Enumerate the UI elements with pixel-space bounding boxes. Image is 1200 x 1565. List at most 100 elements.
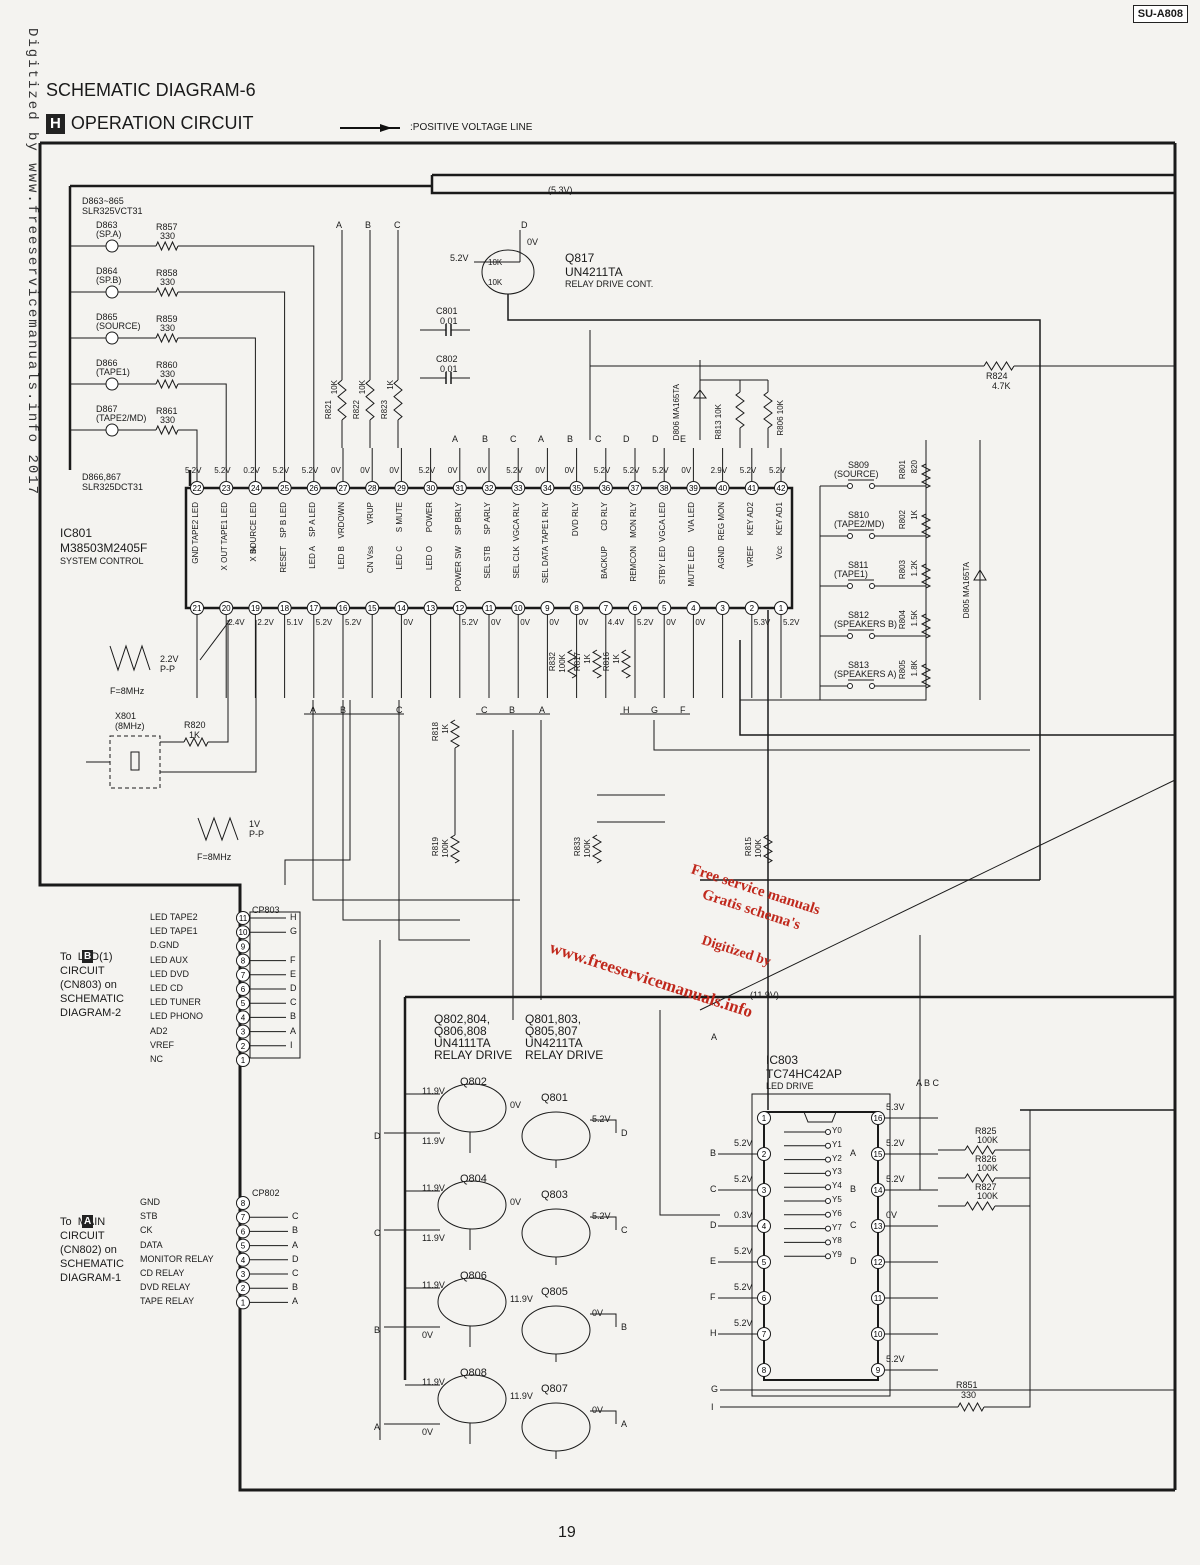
relay-v3: 0V bbox=[592, 1405, 604, 1415]
cp803-row-name: LED AUX bbox=[150, 954, 189, 965]
cp803-row-letter: E bbox=[290, 968, 297, 979]
mid-resistor-val: 1K bbox=[441, 724, 450, 734]
pin-number: 18 bbox=[280, 604, 289, 613]
ic801-pin-voltage: 2.2V bbox=[257, 618, 274, 627]
relay-q1-id: Q802 bbox=[460, 1076, 487, 1088]
pin-number: 11 bbox=[239, 914, 248, 923]
pin-number: 1 bbox=[241, 1056, 246, 1065]
cap-id: C802 bbox=[436, 354, 458, 364]
cp802-row-name: TAPE RELAY bbox=[140, 1296, 195, 1307]
pin-number: 5 bbox=[662, 604, 667, 613]
ic801-pin-15 bbox=[365, 601, 380, 615]
relay-transistor-icon bbox=[437, 1374, 507, 1424]
ic803-notch-icon bbox=[803, 1111, 837, 1123]
ic801-pin-27 bbox=[336, 481, 350, 495]
pin-number: 9 bbox=[545, 604, 550, 613]
section-title-text: OPERATION CIRCUIT bbox=[70, 113, 254, 133]
led-id: D865 bbox=[96, 312, 118, 322]
ic801-pin-21 bbox=[190, 601, 204, 615]
ic803-output-inverter-icon bbox=[825, 1156, 831, 1163]
pin-number: 3 bbox=[720, 604, 725, 613]
ic801-pin-name: KEY AD1 bbox=[775, 502, 784, 536]
ic801-pin-name: MUTE LED bbox=[687, 546, 697, 587]
pin-number: 13 bbox=[874, 1222, 883, 1231]
pin-number: 12 bbox=[455, 604, 464, 613]
ic801-pin-name: RESET bbox=[278, 546, 288, 573]
switch-resistor-id: R804 bbox=[898, 610, 907, 630]
ic801-pin-6 bbox=[628, 601, 642, 615]
r806-label: R806 10K bbox=[776, 400, 785, 436]
ic803-pin-7 bbox=[757, 1327, 771, 1341]
cp802-pin-4 bbox=[236, 1252, 250, 1267]
led-id: D863 bbox=[96, 220, 118, 230]
ic801-pin-19 bbox=[248, 601, 263, 615]
pin-number: 4 bbox=[762, 1222, 767, 1231]
relay-out: C bbox=[621, 1225, 628, 1235]
cp802-row-letter: A bbox=[292, 1239, 299, 1250]
cp803-row-name: LED TAPE2 bbox=[150, 912, 198, 922]
model-label: SU-A808 bbox=[1132, 5, 1188, 23]
bus-letter: A bbox=[452, 434, 459, 444]
ic801-pin-voltage: 5.2V bbox=[637, 618, 654, 627]
ic803-resistor-id: R827 bbox=[975, 1182, 997, 1192]
ic801-pin-voltage: 5.2V bbox=[783, 618, 800, 627]
ic803-pin-8 bbox=[757, 1363, 771, 1377]
led-resistor-id: R861 bbox=[156, 406, 178, 416]
ic801-pin-name: SP A LED bbox=[307, 502, 317, 537]
ic801-pin-voltage: 0V bbox=[549, 618, 560, 627]
led-resistor-id: R858 bbox=[156, 268, 178, 278]
switch-resistor-val: 820 bbox=[910, 460, 919, 474]
ic803-right-letter: D bbox=[850, 1256, 857, 1266]
pin-number: 14 bbox=[874, 1186, 883, 1195]
relay-title-left: Q802,804, Q806,808 UN4111TA RELAY DRIVE bbox=[434, 1012, 513, 1062]
cp802-pin-7 bbox=[236, 1210, 250, 1225]
switch-resistor-val: 1.5K bbox=[910, 610, 919, 627]
top-resistor-icon bbox=[337, 379, 347, 421]
led-resistor-val: 330 bbox=[160, 369, 176, 379]
ic801-pin-2 bbox=[744, 601, 759, 615]
ic801-pin-8 bbox=[569, 601, 584, 615]
ic803-pin-9 bbox=[871, 1363, 885, 1377]
pin-number: 25 bbox=[280, 484, 289, 493]
ic803-right-letter: B bbox=[850, 1184, 857, 1194]
ic801-pin-voltage: 5.3V bbox=[753, 618, 771, 627]
switch-contact-icon bbox=[869, 583, 875, 589]
pin-number: 2 bbox=[762, 1150, 767, 1159]
ic801-pin-name: SP ARLY bbox=[483, 502, 492, 535]
ic801-pin-24 bbox=[248, 481, 263, 495]
ic801-pin-38 bbox=[657, 481, 672, 495]
cp803-row-letter: C bbox=[290, 997, 297, 1008]
ic801-pin-voltage: 0V bbox=[447, 466, 458, 475]
diagram-title: SCHEMATIC DIAGRAM-6 bbox=[46, 80, 256, 100]
pin-number: 16 bbox=[339, 604, 348, 613]
switch-id: S812 bbox=[848, 610, 870, 620]
ic801-pin-name: LED A bbox=[307, 546, 317, 569]
ic801-pin-13 bbox=[423, 601, 438, 615]
cp803-row-letter: D bbox=[290, 983, 297, 993]
ic803-output-inverter-icon bbox=[825, 1142, 831, 1149]
pin-number: 8 bbox=[241, 1199, 246, 1208]
bus-letter: C bbox=[481, 705, 488, 715]
ic803-output: Y5 bbox=[832, 1195, 842, 1204]
mid-resistor-id: R818 bbox=[431, 722, 440, 742]
ic803-left-voltage: 5.2V bbox=[734, 1174, 753, 1184]
q817-r1: 10K bbox=[488, 258, 503, 267]
wire bbox=[590, 1119, 617, 1133]
bottom-label-a: A bbox=[711, 1032, 718, 1042]
ic801-pin-voltage: 2.9V bbox=[710, 466, 728, 475]
cp803-row-name: AD2 bbox=[150, 1025, 168, 1036]
switch-resistor-id: R803 bbox=[898, 560, 907, 580]
ic801-pin-voltage: 5.2V bbox=[315, 618, 333, 627]
ic803-output: Y2 bbox=[832, 1153, 842, 1163]
osc-wave1-vpp: 2.2V P-P bbox=[160, 654, 179, 674]
ic801-pin-voltage: 0V bbox=[389, 466, 400, 475]
cp803-id: CP803 bbox=[252, 905, 280, 915]
relay-v4: 11.9V bbox=[422, 1136, 445, 1146]
relay-transistor-icon bbox=[437, 1180, 507, 1230]
switch-contact-icon bbox=[869, 533, 875, 539]
ic801-pin-1 bbox=[774, 601, 788, 615]
bottom-label-i: I bbox=[711, 1402, 714, 1412]
ic801-pin-voltage: 5.2V bbox=[418, 466, 436, 475]
cp802-row-letter: A bbox=[292, 1296, 299, 1307]
ic803-pin-11 bbox=[871, 1291, 885, 1305]
